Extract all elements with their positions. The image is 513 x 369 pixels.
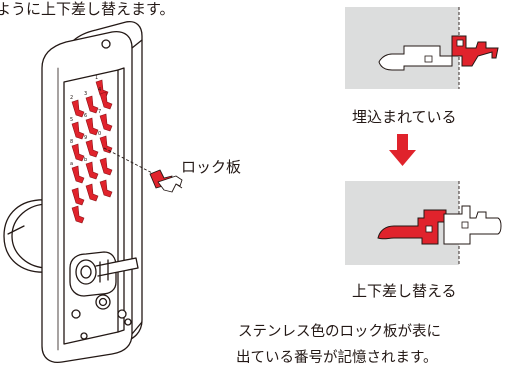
panel-gray-left: [345, 7, 459, 89]
red-tab: [71, 187, 85, 206]
tab-number: b: [84, 157, 87, 163]
white-lock-plate-swapped: [443, 205, 502, 245]
red-tab: [85, 161, 99, 180]
white-lock-plate: [378, 45, 453, 71]
red-tab: [71, 99, 85, 118]
screw: [117, 309, 127, 319]
swapped-label: 上下差し替える: [352, 282, 457, 300]
red-tab: [99, 157, 113, 176]
tab-number: 0: [98, 131, 101, 137]
tab-rows: [71, 79, 113, 224]
red-tab: [99, 113, 113, 132]
note-line-2: 出ている番号が記憶されます。: [236, 349, 438, 366]
tab-number: 2: [70, 95, 73, 101]
tab-number-labels: 1 2 3 4 5 6 7 8 9 0 a b: [70, 75, 101, 167]
note-line-1: ステンレス色のロック板が表に: [238, 322, 441, 340]
tab-number: 7: [98, 109, 101, 115]
embedded-label: 埋込まれている: [352, 108, 457, 126]
red-tab: [85, 117, 99, 136]
red-tab: [85, 183, 99, 202]
lock-plate-label: ロック板: [181, 158, 241, 176]
leader-line: [103, 147, 159, 177]
tab-number: 9: [84, 135, 87, 141]
tab-number: 8: [70, 139, 73, 145]
red-tab: [71, 121, 85, 140]
red-tab: [71, 165, 85, 184]
screw: [80, 332, 88, 340]
tab-number: 5: [70, 117, 73, 123]
top-caption: ように上下差し替えます。: [0, 0, 175, 18]
panel-gray-left: [345, 181, 459, 265]
embedded-panel: [345, 7, 499, 89]
extracted-lock-plate: [149, 169, 183, 193]
tab-number: 4: [98, 87, 101, 93]
red-tab: [99, 91, 113, 110]
red-tab: [71, 143, 85, 162]
red-tab: [85, 139, 99, 158]
tab-number: a: [70, 161, 73, 167]
tab-number: 6: [84, 113, 87, 119]
swapped-panel: [345, 181, 502, 265]
red-tab: [99, 179, 113, 198]
red-lock-plate: [451, 35, 499, 67]
lock-device: [3, 20, 143, 364]
screw: [101, 39, 111, 49]
door-knob: [3, 199, 49, 273]
red-tab: [85, 95, 99, 114]
tab-number: 1: [95, 75, 98, 81]
tab-number: 3: [84, 91, 87, 97]
red-tab: [99, 135, 113, 154]
screw: [71, 309, 81, 319]
down-arrow-icon: [389, 134, 416, 166]
red-tab: [71, 205, 85, 224]
mechanism: [69, 251, 139, 310]
screw: [124, 318, 132, 326]
